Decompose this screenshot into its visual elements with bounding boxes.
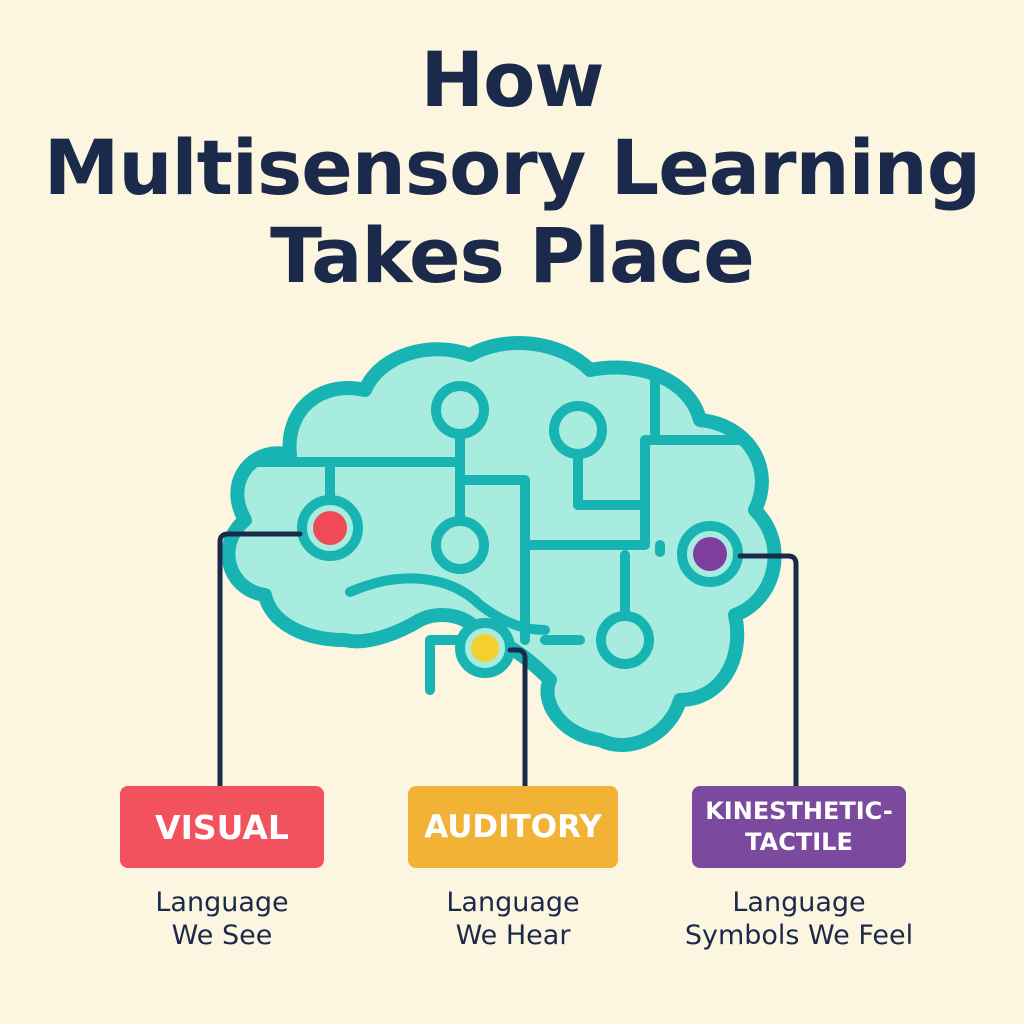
kinesthetic-label-line-1: KINESTHETIC- bbox=[705, 796, 893, 827]
auditory-label-box: AUDITORY bbox=[408, 786, 618, 868]
kinesthetic-label-box: KINESTHETIC- TACTILE bbox=[692, 786, 906, 868]
auditory-caption: Language We Hear bbox=[393, 886, 633, 952]
node-circle bbox=[554, 406, 602, 454]
auditory-node-dot bbox=[471, 634, 499, 662]
auditory-connector bbox=[510, 650, 525, 788]
visual-caption: Language We See bbox=[100, 886, 344, 952]
visual-label: VISUAL bbox=[155, 808, 289, 847]
node-circle bbox=[436, 521, 484, 569]
brain-circuit-icon bbox=[228, 343, 774, 745]
visual-label-box: VISUAL bbox=[120, 786, 324, 868]
kinesthetic-node-dot bbox=[693, 537, 727, 571]
kinesthetic-label-line-2: TACTILE bbox=[745, 827, 853, 858]
auditory-label: AUDITORY bbox=[424, 809, 602, 845]
node-circle bbox=[601, 616, 649, 664]
caption-line: Language bbox=[393, 886, 633, 919]
caption-line: We See bbox=[100, 919, 344, 952]
caption-line: Language bbox=[100, 886, 344, 919]
caption-line: Symbols We Feel bbox=[664, 919, 934, 952]
visual-node-dot bbox=[313, 511, 347, 545]
caption-line: Language bbox=[664, 886, 934, 919]
caption-line: We Hear bbox=[393, 919, 633, 952]
kinesthetic-caption: Language Symbols We Feel bbox=[664, 886, 934, 952]
node-circle bbox=[436, 386, 484, 434]
